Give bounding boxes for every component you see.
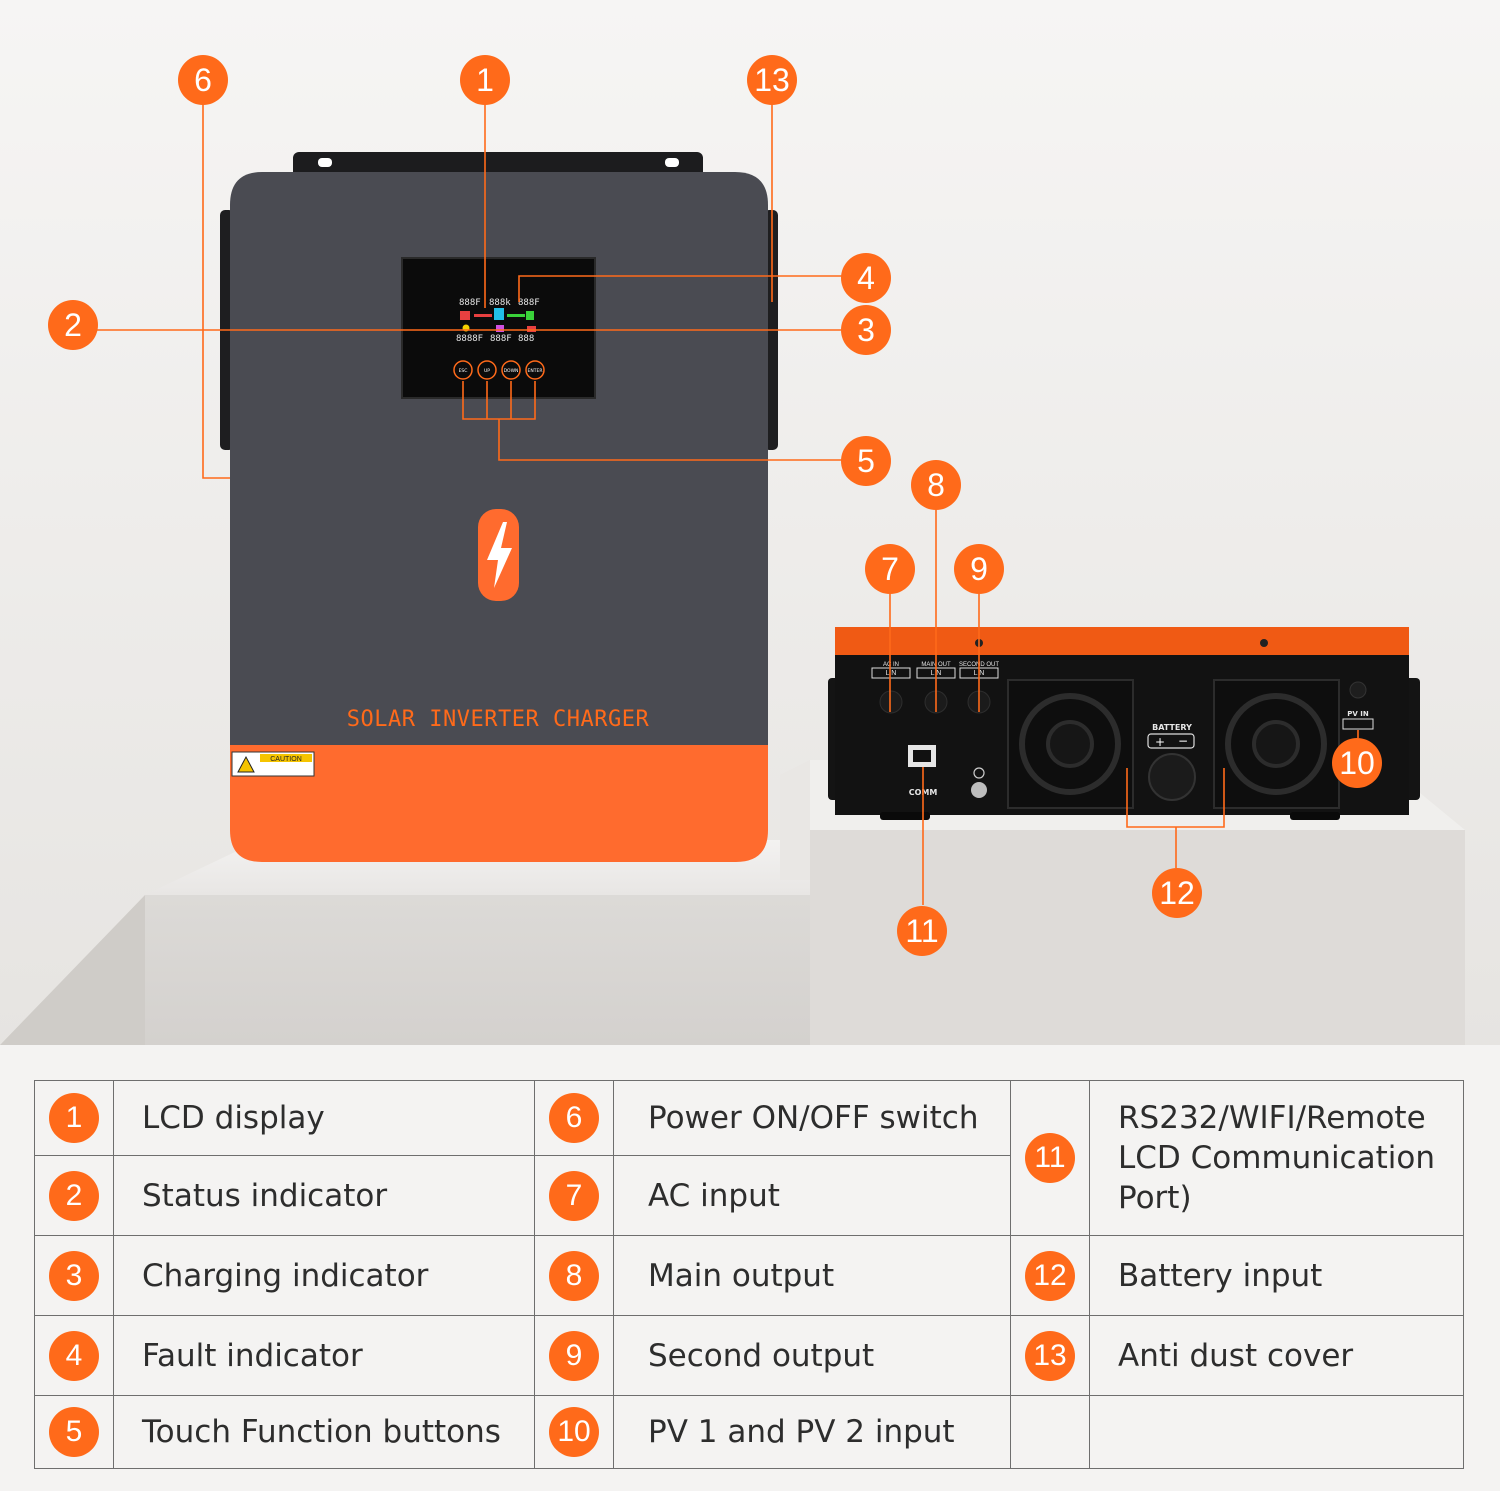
esc-button[interactable]: ESC [459, 368, 468, 374]
down-button[interactable]: DOWN [504, 368, 519, 374]
legend-number: 3 [49, 1250, 99, 1301]
legend-label: Anti dust cover [1089, 1315, 1464, 1396]
callout-1: 1 [460, 55, 510, 105]
front-label: SOLAR INVERTER CHARGER [347, 707, 650, 732]
legend-number: 6 [549, 1093, 599, 1143]
legend-number: 2 [49, 1170, 99, 1221]
legend-label: Second output [613, 1315, 1011, 1396]
callout-5: 5 [841, 436, 891, 486]
legend-label: Fault indicator [113, 1315, 535, 1396]
up-button[interactable]: UP [484, 368, 490, 374]
lcd-digit: 8888F [456, 334, 483, 344]
legend-label: Touch Function buttons [113, 1395, 535, 1469]
lcd-digit: 888F [490, 334, 512, 344]
callout-10: 10 [1332, 738, 1382, 788]
enter-button[interactable]: ENTER [528, 368, 543, 374]
legend-label: Status indicator [113, 1155, 535, 1236]
legend-label: Power ON/OFF switch [613, 1080, 1011, 1156]
lcd-digit: 888F [459, 298, 481, 308]
callout-8: 8 [911, 460, 961, 510]
battery-label: BATTERY [1152, 723, 1192, 732]
callout-2: 2 [48, 300, 98, 350]
legend-table: 1 LCD display 6 Power ON/OFF switch 11 R… [34, 1080, 1464, 1469]
legend-label: Battery input [1089, 1235, 1464, 1316]
legend-number: 5 [49, 1407, 99, 1457]
inverter-rear: AC IN MAIN OUT SECOND OUT L N L N L N CO… [828, 627, 1420, 820]
callout-11: 11 [897, 906, 947, 956]
inverter-front: CAUTION 888F 888k 888F 8888F 888F 888 ES… [220, 152, 778, 862]
lightning-icon [487, 522, 512, 588]
legend-label: RS232/WIFI/Remote LCD Communication Port… [1089, 1080, 1464, 1236]
touch-buttons: ESC UP DOWN ENTER [453, 360, 545, 380]
callout-13: 13 [747, 55, 797, 105]
legend-number: 10 [549, 1407, 599, 1457]
callout-12: 12 [1152, 868, 1202, 918]
legend-label: Charging indicator [113, 1235, 535, 1316]
ac-in-label: AC IN [883, 662, 899, 668]
legend-label: Main output [613, 1235, 1011, 1316]
legend-number: 13 [1025, 1330, 1075, 1381]
legend-row: 1 LCD display 6 Power ON/OFF switch 11 R… [34, 1080, 1464, 1236]
lcd-digit: 888F [518, 298, 540, 308]
lcd-digit: 888 [518, 334, 534, 344]
svg-text:+: + [1155, 735, 1165, 749]
legend-label: PV 1 and PV 2 input [613, 1395, 1011, 1469]
callout-lines [97, 104, 1359, 905]
legend-number: 4 [49, 1330, 99, 1381]
legend-number: 11 [1025, 1133, 1075, 1183]
callout-4: 4 [841, 253, 891, 303]
caution-text: CAUTION [270, 756, 302, 763]
legend-row: 2 Status indicator 7 AC input [34, 1155, 1464, 1236]
inverter-diagram: CAUTION 888F 888k 888F 8888F 888F 888 ES… [0, 0, 1500, 1060]
legend-number: 1 [49, 1093, 99, 1143]
ac-in-pins: L N [886, 670, 897, 677]
legend-empty-cell [1010, 1395, 1090, 1469]
callout-3: 3 [841, 305, 891, 355]
lcd-digit: 888k [489, 298, 511, 308]
legend-row: 5 Touch Function buttons 10 PV 1 and PV … [34, 1395, 1464, 1469]
legend-label: AC input [613, 1155, 1011, 1236]
callout-6: 6 [178, 55, 228, 105]
legend-label: LCD display [113, 1080, 535, 1156]
legend-number: 7 [549, 1170, 599, 1221]
legend-row: 4 Fault indicator 9 Second output 13 Ant… [34, 1315, 1464, 1396]
callout-9: 9 [954, 544, 1004, 594]
ground-icon [973, 767, 985, 779]
svg-text:−: − [1178, 734, 1188, 748]
legend-number: 12 [1025, 1250, 1075, 1301]
legend-number: 9 [549, 1330, 599, 1381]
legend-empty-cell [1089, 1395, 1464, 1469]
legend-number: 8 [549, 1250, 599, 1301]
callout-7: 7 [865, 544, 915, 594]
pv-in-label: PV IN [1347, 710, 1369, 718]
legend-row: 3 Charging indicator 8 Main output 12 Ba… [34, 1235, 1464, 1316]
